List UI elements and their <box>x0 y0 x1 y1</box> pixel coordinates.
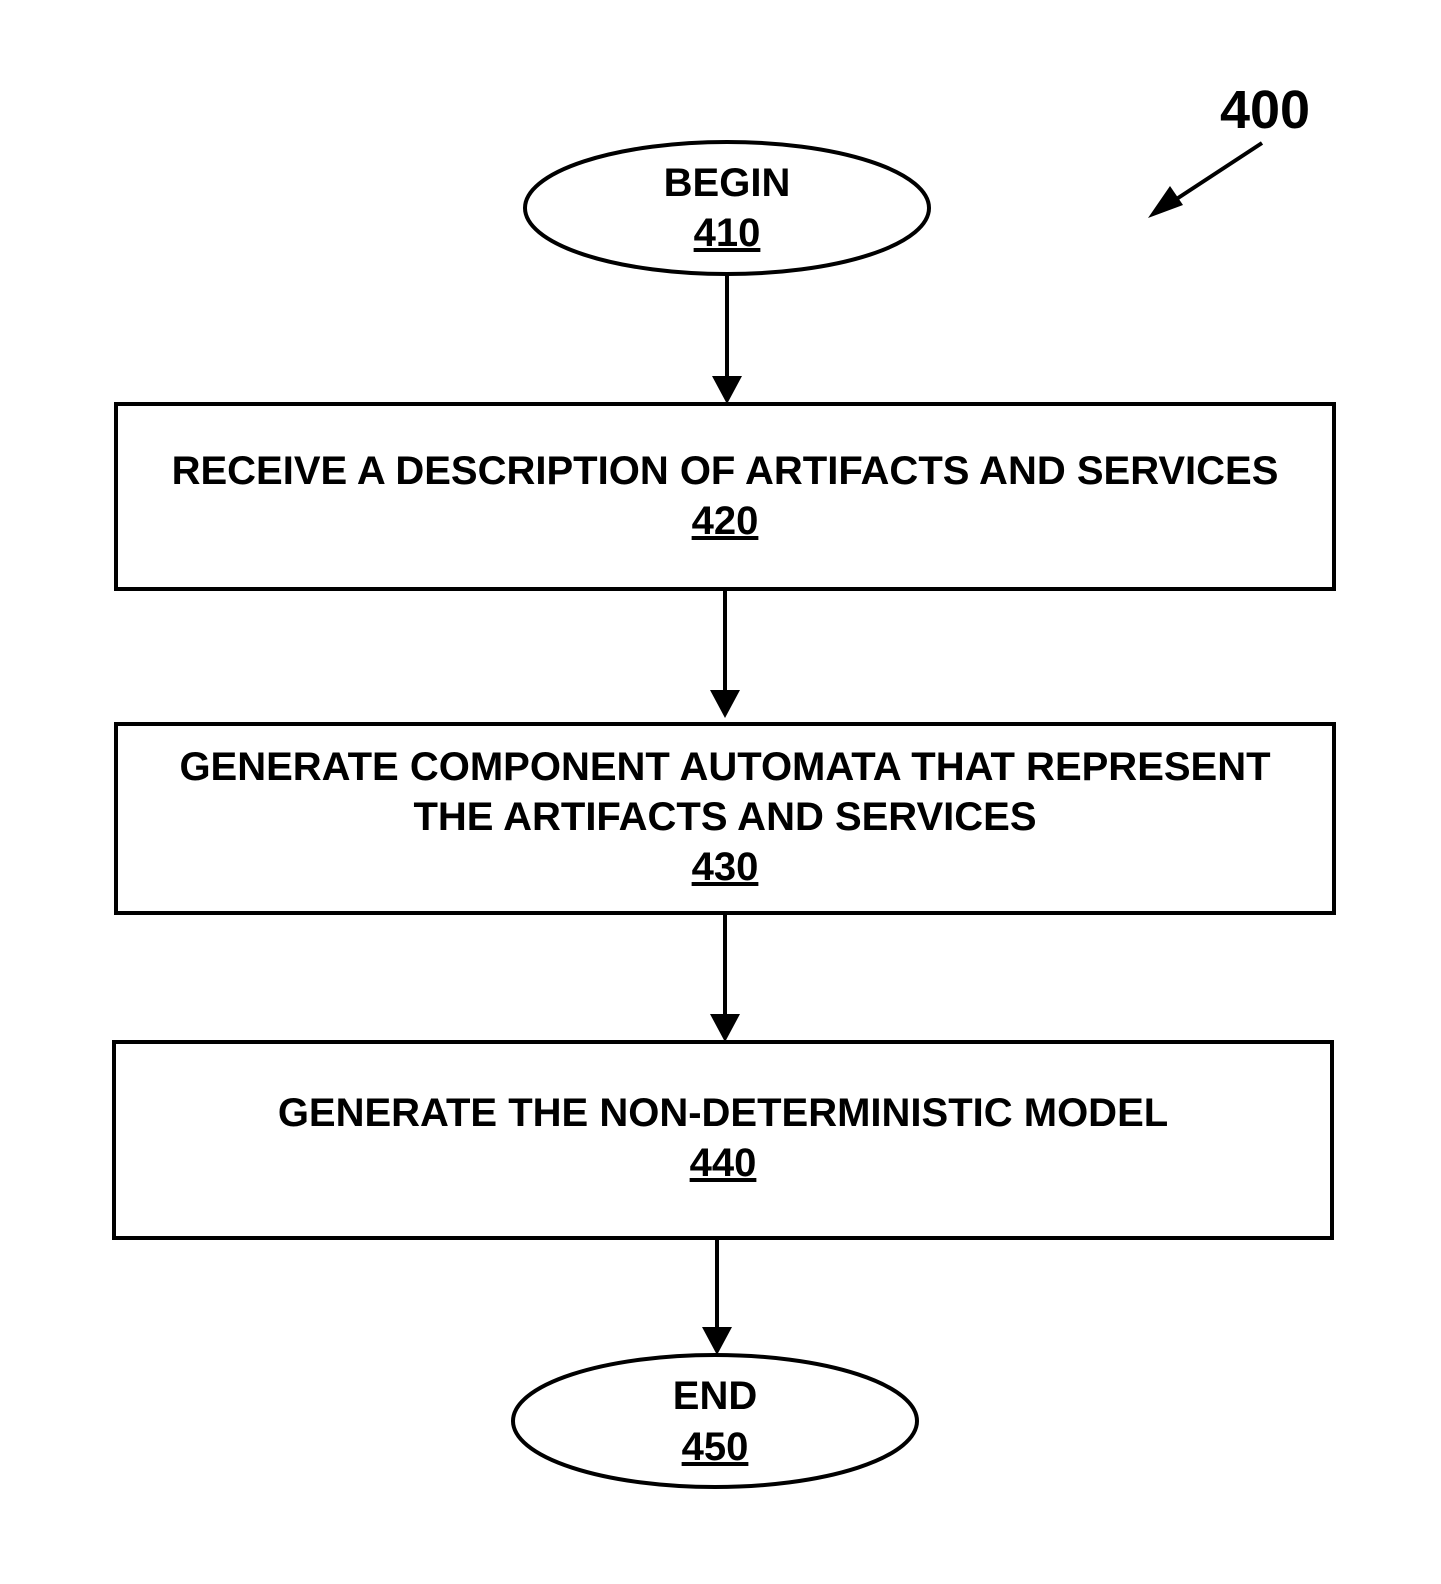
edge-arrowhead <box>702 1327 732 1355</box>
begin-label: BEGIN <box>664 161 791 205</box>
node-begin: BEGIN 410 <box>525 142 929 274</box>
generate-model-label: GENERATE THE NON-DETERMINISTIC MODEL <box>278 1091 1168 1135</box>
edge-begin-to-receive <box>712 274 742 404</box>
generate-automata-ref: 430 <box>692 845 759 889</box>
figure-pointer-line <box>1175 143 1262 200</box>
receive-label: RECEIVE A DESCRIPTION OF ARTIFACTS AND S… <box>172 449 1279 493</box>
begin-ref: 410 <box>694 211 761 255</box>
generate-model-process-shape <box>114 1042 1332 1238</box>
edge-arrowhead <box>712 376 742 404</box>
figure-pointer-arrowhead <box>1148 186 1183 218</box>
receive-process-shape <box>116 404 1334 589</box>
generate-model-ref: 440 <box>690 1141 757 1185</box>
node-end: END 450 <box>513 1355 917 1487</box>
edge-generate-model-to-end <box>702 1238 732 1355</box>
edge-receive-to-generate-automata <box>710 589 740 718</box>
generate-automata-label-line-1: GENERATE COMPONENT AUTOMATA THAT REPRESE… <box>179 745 1270 789</box>
end-ref: 450 <box>682 1425 749 1469</box>
end-label: END <box>673 1374 757 1418</box>
edge-generate-automata-to-generate-model <box>710 913 740 1042</box>
edge-arrowhead <box>710 1014 740 1042</box>
node-receive: RECEIVE A DESCRIPTION OF ARTIFACTS AND S… <box>116 404 1334 589</box>
generate-automata-label-line-2: THE ARTIFACTS AND SERVICES <box>413 795 1036 839</box>
edge-arrowhead <box>710 690 740 718</box>
receive-ref: 420 <box>692 499 759 543</box>
figure-number: 400 <box>1220 80 1310 140</box>
figure-reference: 400 <box>1148 80 1310 218</box>
node-generate-automata: GENERATE COMPONENT AUTOMATA THAT REPRESE… <box>116 724 1334 913</box>
node-generate-model: GENERATE THE NON-DETERMINISTIC MODEL 440 <box>114 1042 1332 1238</box>
